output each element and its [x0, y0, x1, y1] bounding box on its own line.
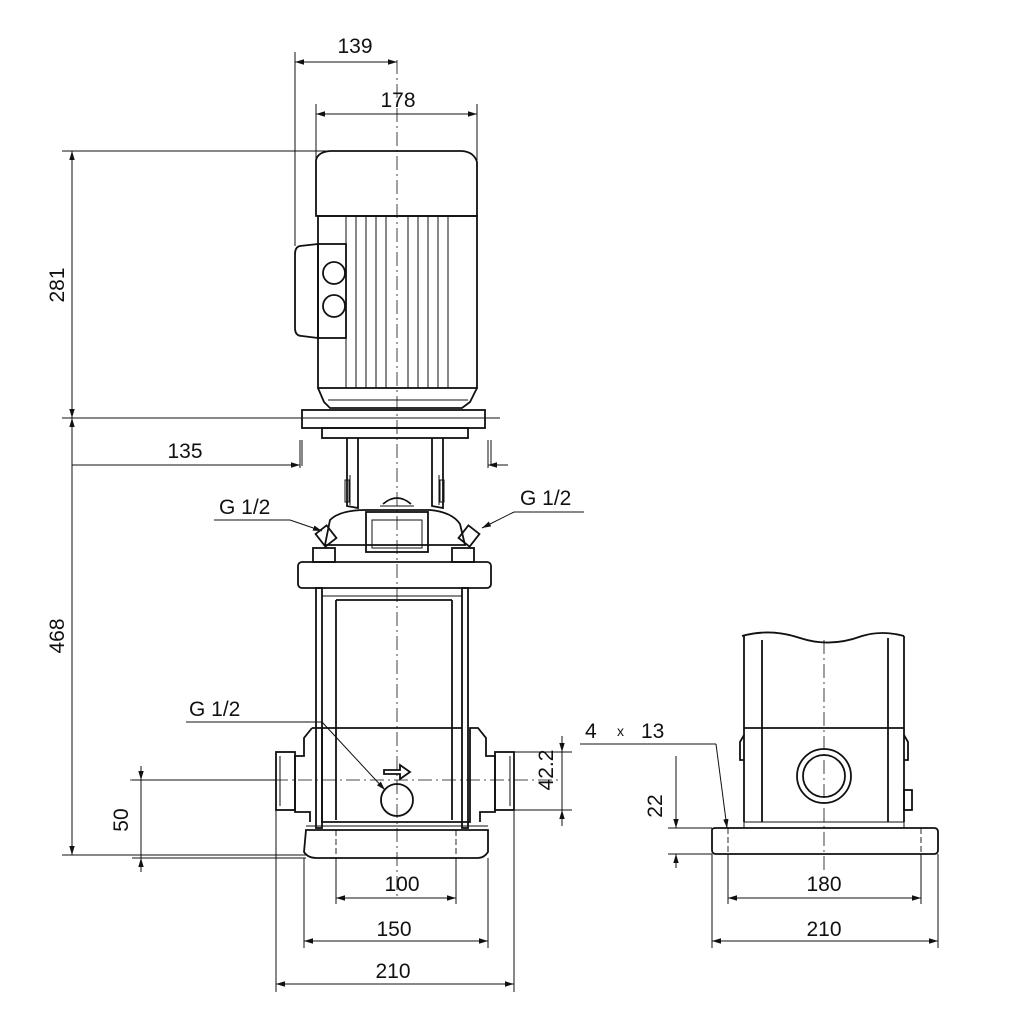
dim-468: 468	[46, 418, 306, 856]
side-drain-plug	[903, 789, 913, 811]
dim-50: 50	[110, 766, 306, 872]
callout-holes: 4 x 13	[580, 720, 729, 829]
callout-g12-top-left: G 1/2	[214, 496, 323, 532]
motor	[294, 150, 478, 409]
dim-178: 178	[315, 89, 478, 160]
cable-gland-upper	[322, 261, 346, 285]
dim-139-text: 139	[337, 35, 372, 58]
side-port-outer	[796, 748, 852, 804]
dim-210-side-text: 210	[806, 918, 841, 941]
dim-135: 135	[72, 440, 508, 468]
inlet-port	[275, 751, 296, 811]
motor-fins	[345, 216, 449, 388]
drain-plug	[380, 783, 414, 817]
dim-468-text: 468	[46, 618, 69, 653]
holes-diameter-text: 13	[641, 720, 664, 743]
outlet-port	[494, 751, 515, 811]
pump-sleeve	[315, 587, 469, 829]
pump-head	[297, 509, 492, 589]
coupling-guard	[344, 438, 445, 510]
dim-50-text: 50	[110, 808, 133, 831]
cable-gland-lower	[322, 294, 346, 318]
callout-g12-top-right: G 1/2	[481, 487, 584, 529]
dim-139: 139	[294, 35, 397, 246]
holes-times-text: x	[617, 723, 624, 739]
dim-100-text: 100	[384, 873, 419, 896]
dim-22: 22	[644, 756, 712, 868]
dim-210-front-text: 210	[375, 960, 410, 983]
callout-g12-drain: G 1/2	[186, 698, 386, 791]
dim-42-2-text: 42.2	[535, 750, 558, 791]
thread-top-right-text: G 1/2	[520, 487, 571, 510]
dim-281: 281	[46, 150, 500, 419]
dim-180-text: 180	[806, 873, 841, 896]
holes-count-text: 4	[585, 720, 597, 743]
terminal-box	[294, 242, 319, 340]
dim-210-side: 210	[711, 854, 939, 948]
motor-flange	[299, 409, 492, 468]
dim-150-text: 150	[376, 918, 411, 941]
side-port-inner	[802, 754, 846, 798]
pump-base	[275, 727, 515, 859]
thread-top-left-text: G 1/2	[219, 496, 270, 519]
dim-178-text: 178	[380, 89, 415, 112]
dim-150: 150	[303, 858, 489, 948]
dim-100: 100	[335, 858, 457, 904]
thread-drain-text: G 1/2	[189, 698, 240, 721]
vent-plug-right	[451, 524, 481, 563]
side-view	[711, 631, 939, 855]
dim-180: 180	[727, 854, 922, 904]
flow-arrow-icon	[383, 763, 412, 781]
dim-281-text: 281	[46, 267, 69, 302]
dim-135-text: 135	[167, 440, 202, 463]
dim-210-front: 210	[275, 810, 515, 992]
dim-22-text: 22	[644, 794, 667, 817]
dim-42-2: 42.2	[514, 736, 572, 826]
